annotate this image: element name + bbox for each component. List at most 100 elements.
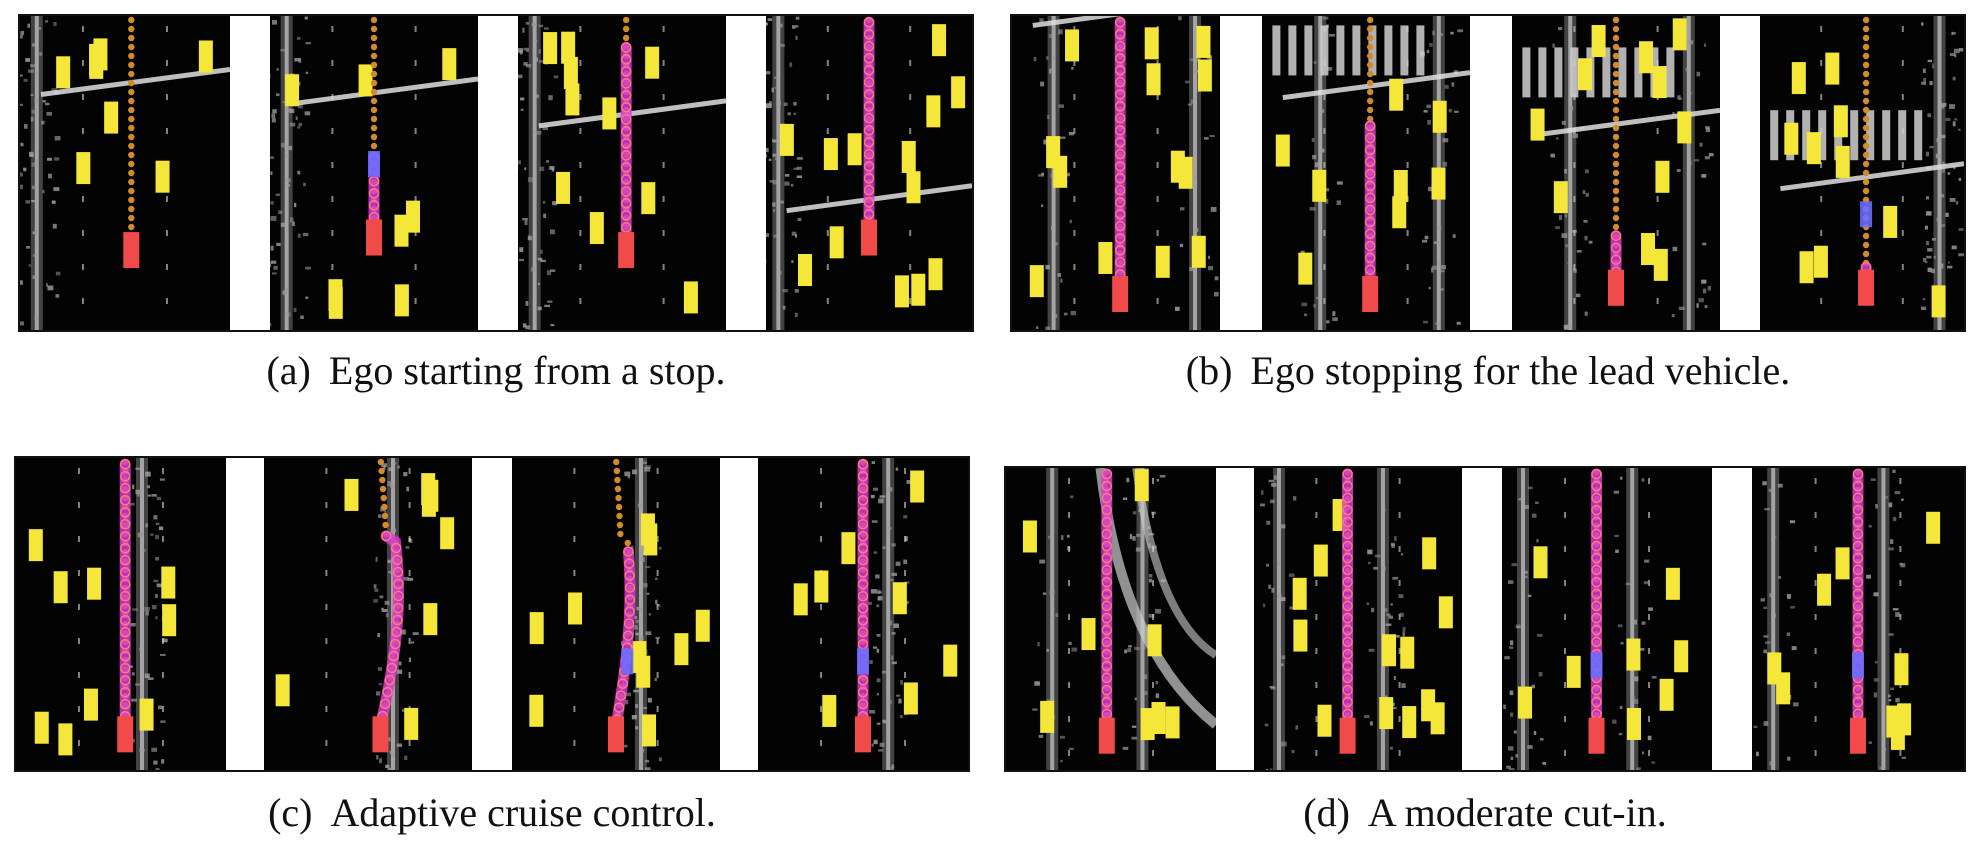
- lidar-speckle: [1523, 575, 1528, 579]
- lane-marker: [1564, 750, 1566, 756]
- lane-marker: [909, 264, 912, 270]
- lidar-speckle: [1280, 597, 1286, 602]
- planned-path-node: [1610, 242, 1622, 254]
- other-vehicle: [1431, 167, 1446, 200]
- reference-path-dot: [1862, 34, 1870, 42]
- lidar-speckle: [1941, 194, 1945, 198]
- lidar-speckle: [1786, 632, 1791, 636]
- planned-path-node: [863, 29, 875, 40]
- lidar-speckle: [549, 229, 555, 235]
- lidar-speckle: [1051, 307, 1055, 311]
- reference-path-dot: [1862, 169, 1870, 177]
- reference-path-dot: [1366, 88, 1374, 96]
- lane-marker: [1315, 682, 1318, 688]
- lane-marker: [826, 26, 829, 32]
- lidar-speckle: [1765, 641, 1771, 644]
- reference-path-dot: [128, 88, 135, 96]
- lidar-speckle: [1129, 534, 1133, 540]
- lidar-speckle: [1289, 606, 1293, 610]
- lidar-speckle: [292, 221, 295, 226]
- panel-d-frame-2-scene: [1260, 468, 1453, 770]
- lidar-speckle: [766, 233, 769, 237]
- lidar-speckle: [1508, 746, 1514, 751]
- other-vehicle: [358, 64, 373, 97]
- lane-marker: [826, 60, 829, 66]
- lidar-speckle: [895, 561, 901, 566]
- lidar-speckle: [542, 200, 546, 204]
- lidar-speckle: [48, 173, 52, 179]
- planned-path-node: [624, 594, 636, 605]
- lidar-speckle: [876, 722, 881, 725]
- lidar-speckle: [131, 672, 135, 676]
- other-vehicle: [34, 711, 49, 744]
- lidar-speckle: [873, 739, 878, 745]
- lidar-speckle: [791, 231, 797, 236]
- planned-path-node: [1342, 684, 1353, 696]
- reference-path-dot: [1366, 43, 1374, 51]
- lidar-speckle: [1384, 608, 1388, 612]
- lidar-speckle: [1791, 646, 1797, 651]
- lidar-speckle: [658, 757, 662, 762]
- other-vehicle: [83, 688, 98, 721]
- lane-marker: [662, 60, 665, 66]
- lane-marker: [1315, 716, 1318, 722]
- lidar-speckle: [548, 95, 553, 101]
- reference-path-dot: [1366, 97, 1374, 105]
- lane-marker: [820, 468, 822, 474]
- lidar-speckle: [1790, 606, 1795, 609]
- other-vehicle: [894, 275, 909, 308]
- other-vehicle: [28, 529, 43, 562]
- lidar-speckle: [1423, 320, 1428, 324]
- panel-a-frame-2-scene: [270, 16, 478, 330]
- lidar-speckle: [285, 178, 291, 183]
- lidar-speckle: [796, 166, 802, 170]
- reference-path-dot: [1862, 61, 1870, 69]
- lidar-speckle: [642, 461, 648, 464]
- reference-path-dot: [128, 169, 135, 177]
- lidar-speckle: [1368, 648, 1375, 652]
- planned-path-node: [379, 698, 391, 710]
- lidar-speckle: [639, 763, 643, 767]
- lidar-speckle: [1698, 297, 1704, 303]
- lidar-speckle: [1641, 478, 1645, 482]
- lidar-speckle: [47, 157, 53, 161]
- lidar-speckle: [1540, 737, 1544, 741]
- lidar-speckle: [1701, 174, 1707, 178]
- reference-path-dot: [615, 503, 623, 511]
- reference-path-dot: [381, 503, 388, 511]
- planned-path-node: [1342, 600, 1353, 612]
- panel-d-frame-1-scene: [1022, 468, 1216, 770]
- lidar-speckle: [373, 599, 378, 603]
- lane-marker: [1901, 94, 1904, 100]
- lidar-speckle: [1958, 253, 1964, 257]
- planned-path-node: [620, 150, 632, 161]
- lidar-speckle: [147, 494, 152, 497]
- planned-path-node: [1342, 552, 1353, 564]
- other-vehicle: [793, 583, 808, 616]
- lidar-speckle: [525, 22, 530, 25]
- lidar-speckle: [1187, 103, 1192, 106]
- planned-path-node: [1591, 552, 1602, 564]
- planned-path-node: [1101, 468, 1113, 480]
- lidar-speckle: [1672, 246, 1678, 252]
- lidar-speckle: [1945, 117, 1951, 122]
- planned-path-node: [857, 458, 869, 470]
- reference-path-dot: [128, 178, 135, 186]
- lidar-speckle: [409, 539, 413, 543]
- lidar-speckle: [1268, 479, 1274, 483]
- lidar-speckle: [795, 25, 799, 28]
- lidar-speckle: [887, 620, 893, 626]
- lidar-speckle: [882, 719, 888, 724]
- lidar-speckle: [1427, 119, 1431, 125]
- lidar-speckle: [1927, 248, 1933, 252]
- other-vehicle: [1931, 285, 1946, 318]
- other-vehicle: [1577, 58, 1592, 91]
- lane-marker: [1068, 478, 1070, 484]
- lane-marker: [1573, 230, 1576, 236]
- zebra-stripe: [1898, 110, 1907, 161]
- lidar-speckle: [30, 64, 36, 68]
- lidar-speckle: [1047, 114, 1050, 119]
- lidar-speckle: [1039, 559, 1046, 564]
- lidar-speckle: [1432, 30, 1435, 36]
- lidar-speckle: [135, 467, 141, 470]
